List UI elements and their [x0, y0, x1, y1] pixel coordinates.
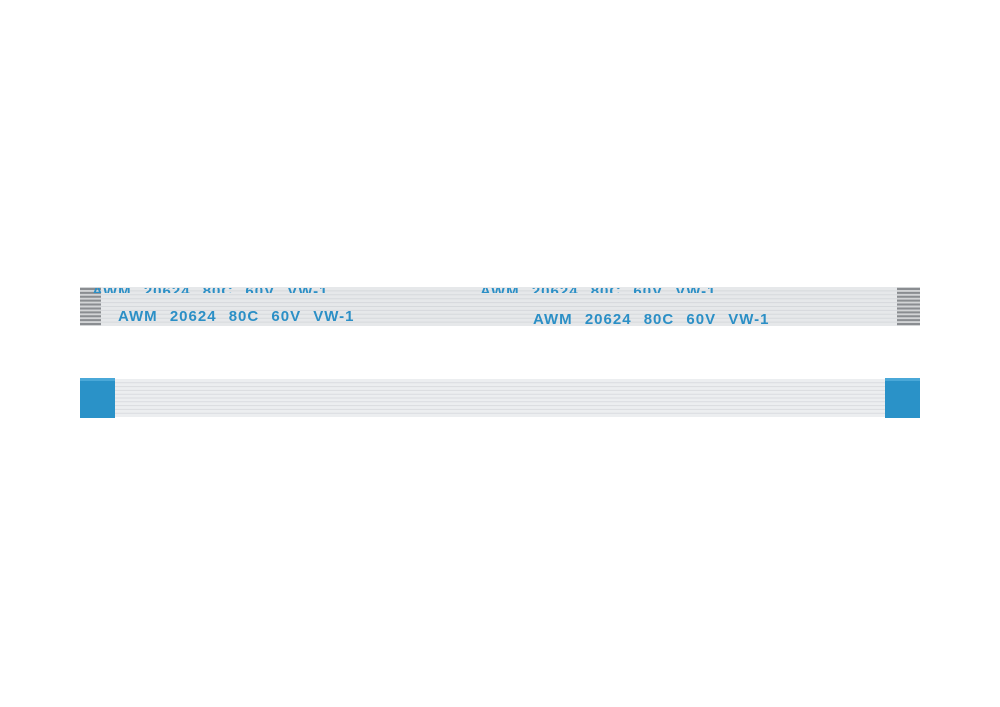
top-cable-partial-print-1: AWM 20624 80C 60V VW-1: [92, 283, 328, 300]
top-cable-partial-print-2: AWM 20624 80C 60V VW-1: [480, 283, 716, 300]
top-right-contact-block: [897, 287, 920, 326]
top-cable-ridges: [80, 290, 920, 323]
bottom-right-stiffener: [885, 378, 920, 418]
top-left-contact-block: [80, 287, 101, 326]
bottom-flat-cable: [80, 378, 920, 418]
top-flat-cable: AWM 20624 80C 60V VW-1 AWM 20624 80C 60V…: [80, 283, 920, 328]
bottom-left-stiffener: [80, 378, 115, 418]
top-cable-print-1: AWM 20624 80C 60V VW-1: [118, 308, 354, 325]
bottom-cable-ridges: [115, 382, 885, 414]
top-cable-print-2: AWM 20624 80C 60V VW-1: [533, 311, 769, 328]
